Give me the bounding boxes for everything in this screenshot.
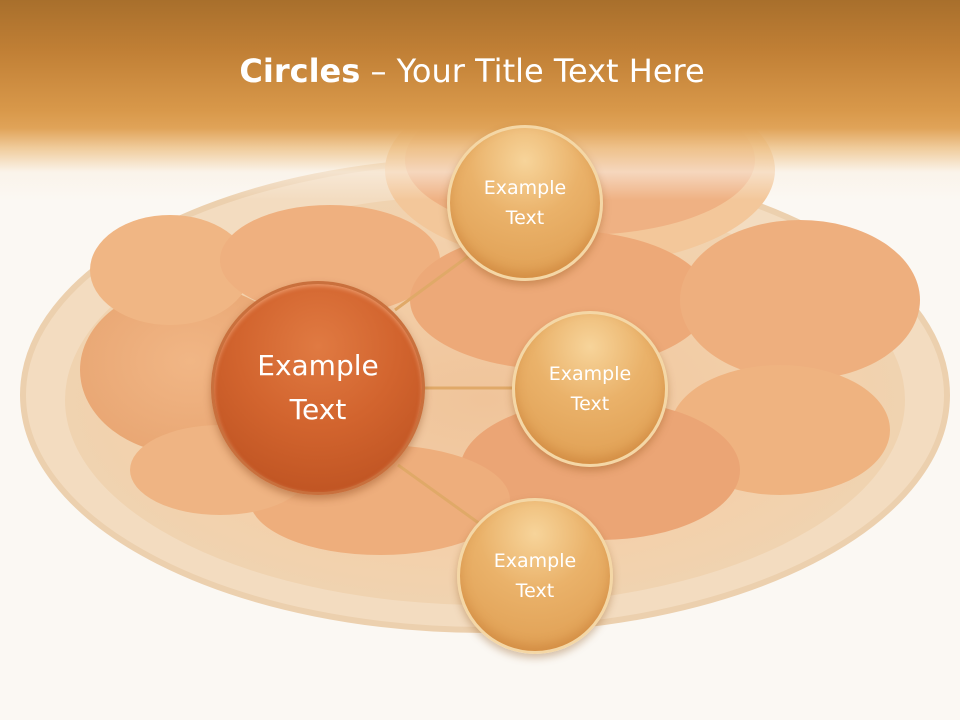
center-circle: Example Text — [211, 281, 425, 495]
center-circle-line2: Text — [289, 393, 347, 426]
title-rest-part: – Your Title Text Here — [360, 52, 705, 90]
satellite-circle-line2: Text — [505, 207, 545, 229]
title-bold-part: Circles — [239, 52, 361, 90]
center-circle-line1: Example — [257, 349, 379, 382]
satellite-circle-bottom: Example Text — [457, 498, 613, 654]
connector-bottom — [397, 463, 481, 526]
satellite-circle-line2: Text — [515, 580, 555, 602]
connector-top — [394, 250, 475, 312]
satellite-circle-top: Example Text — [447, 125, 603, 281]
satellite-circle-line1: Example — [548, 363, 632, 385]
satellite-circle-line2: Text — [570, 393, 610, 415]
satellite-circle-line1: Example — [483, 177, 567, 199]
slide-title: Circles – Your Title Text Here — [0, 52, 944, 90]
satellite-circle-middle: Example Text — [512, 311, 668, 467]
satellite-circle-line1: Example — [493, 550, 577, 572]
